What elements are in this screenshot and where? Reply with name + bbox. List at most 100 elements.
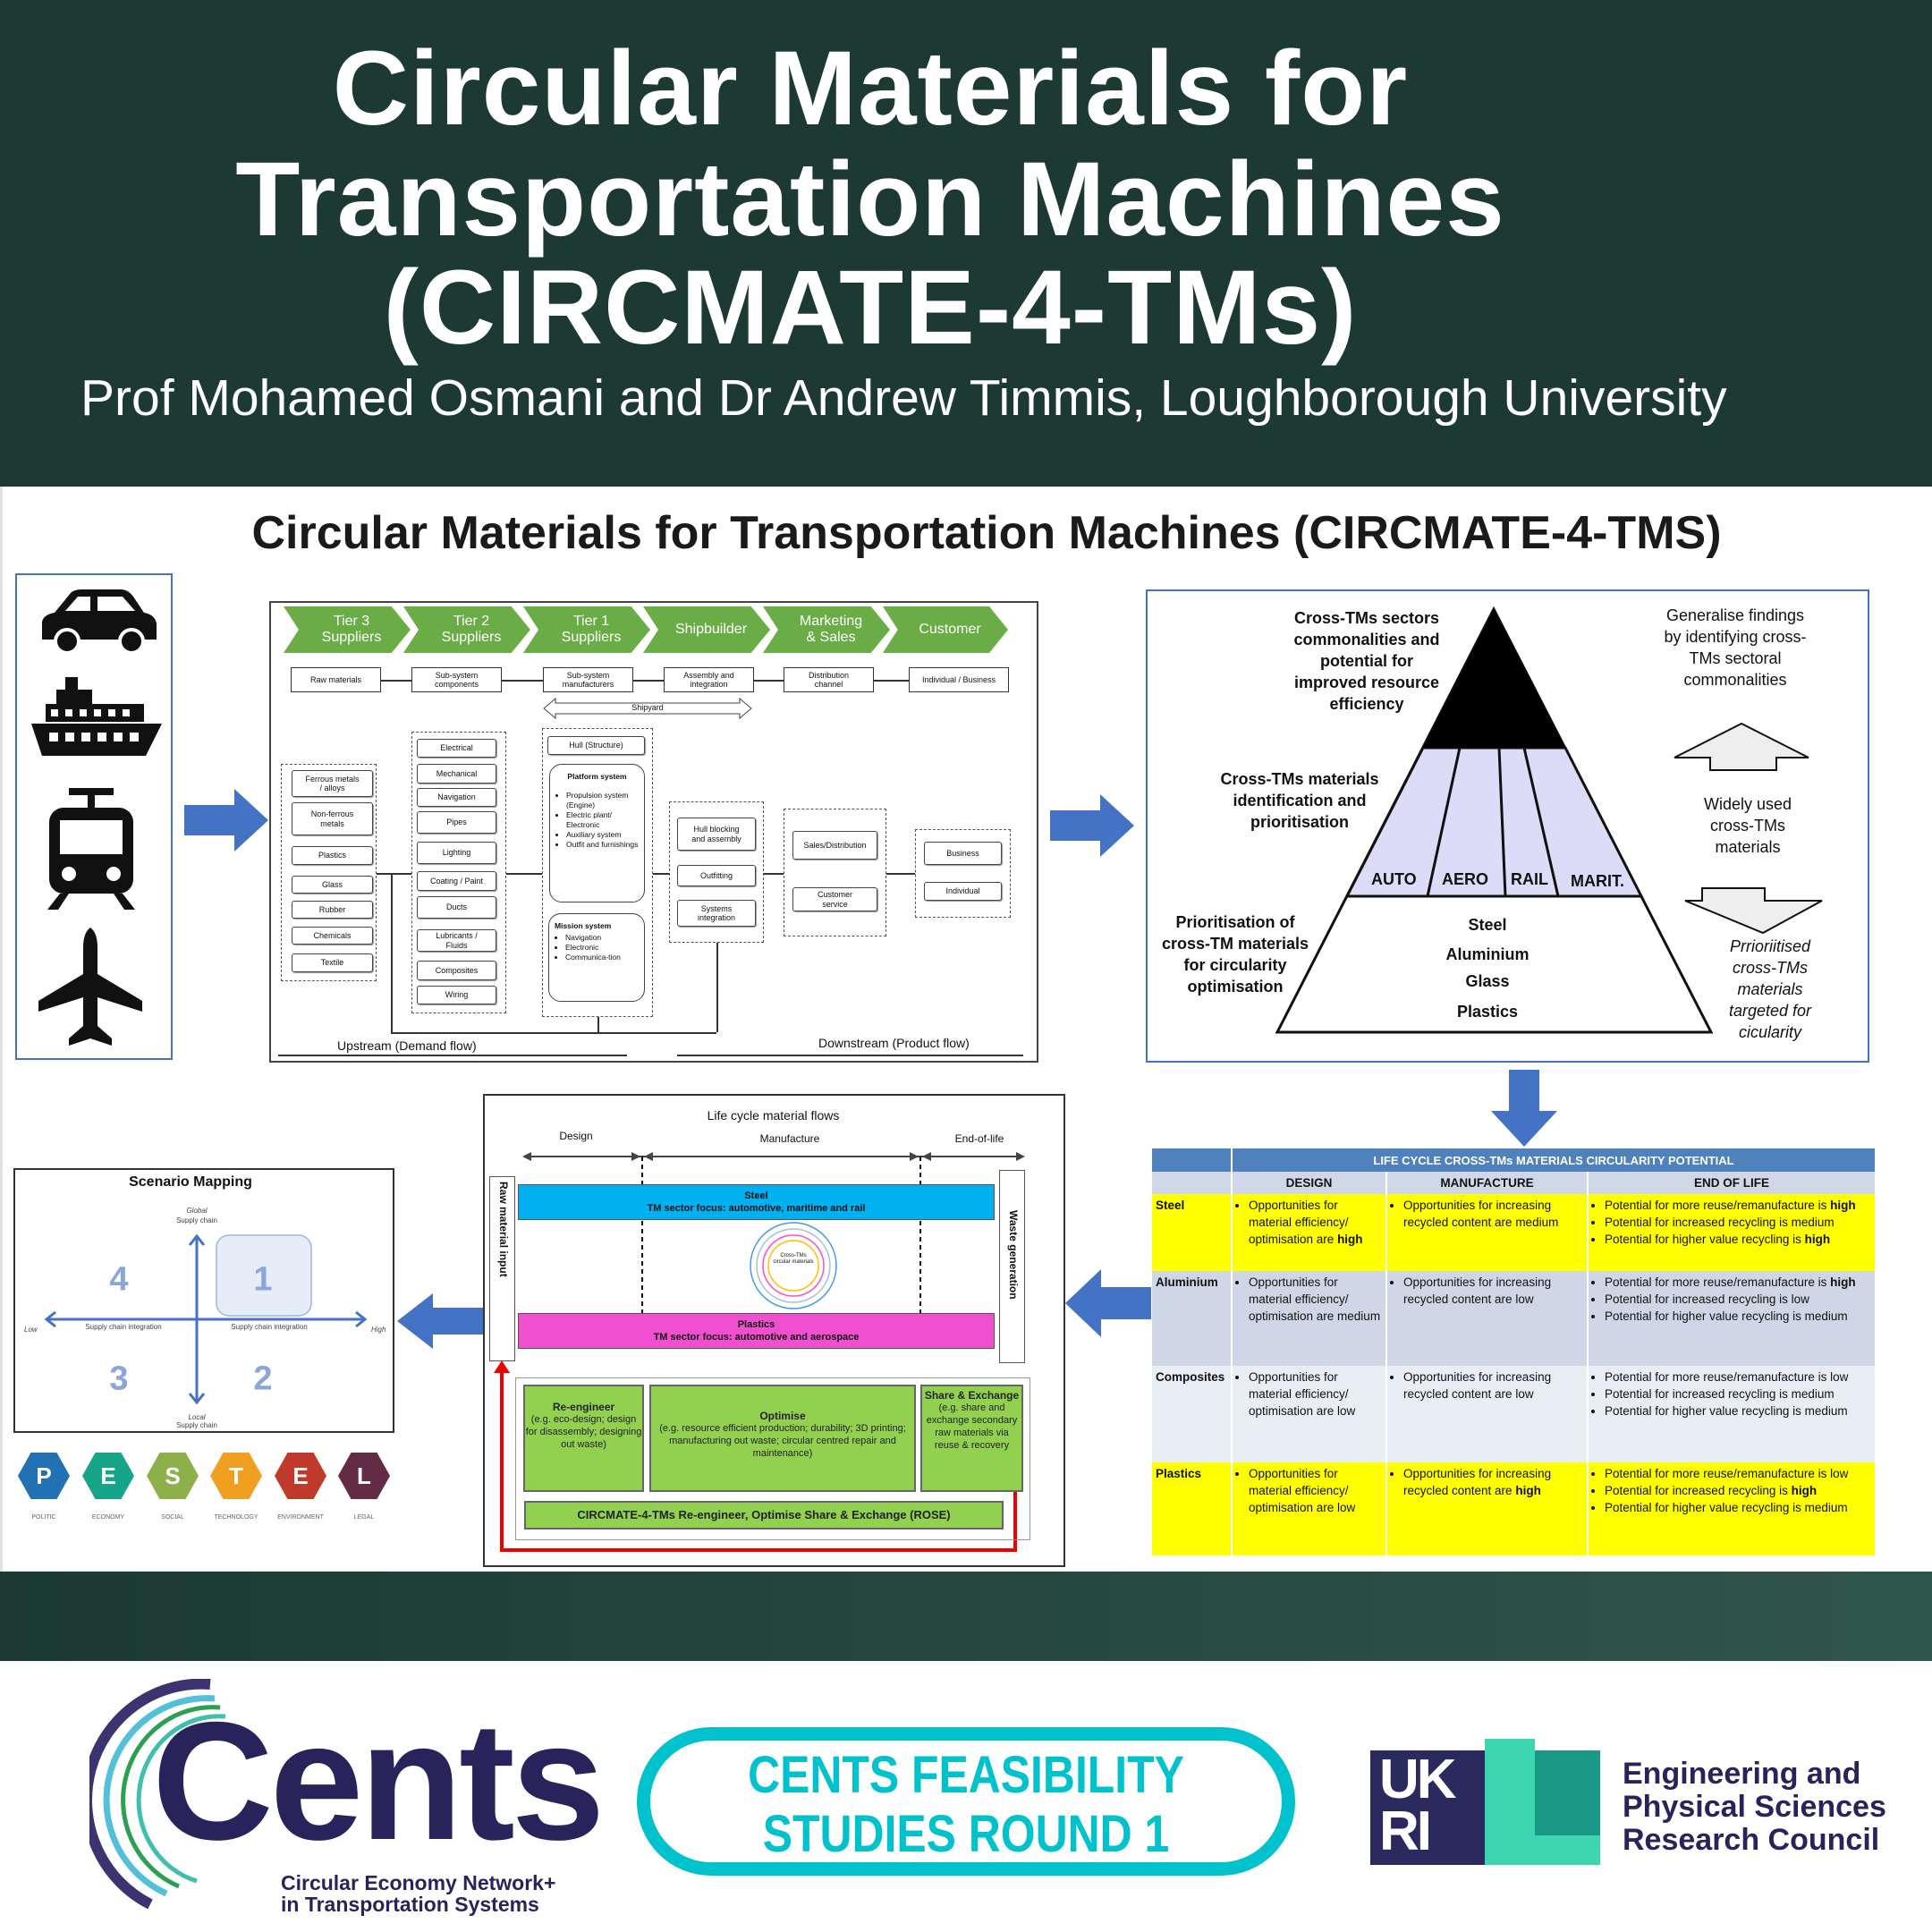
title-line-1: Circular Materials for bbox=[332, 30, 1409, 148]
pestel-hex: L bbox=[338, 1453, 390, 1499]
flow-box: Sub-system manufacturers bbox=[543, 667, 633, 692]
arrow-left-icon bbox=[397, 1293, 483, 1349]
pyramid-right-bottom-text: Prrioriitised cross-TMs materials target… bbox=[1728, 937, 1812, 1041]
bullet-item: Potential for increased recycling is hig… bbox=[1605, 1482, 1871, 1499]
tier2-group bbox=[411, 732, 506, 1013]
pestel-hex: E bbox=[82, 1453, 134, 1499]
decorative-band bbox=[0, 1572, 1932, 1661]
eol-cell: Potential for more reuse/remanufacture i… bbox=[1588, 1366, 1877, 1462]
customer-item: Business bbox=[924, 842, 1002, 865]
shipbuilder-group bbox=[669, 801, 764, 943]
bullet-item: Potential for higher value recycling is … bbox=[1605, 1402, 1871, 1419]
bullet-item: Opportunities for material efficiency/ o… bbox=[1249, 1368, 1382, 1419]
marketing-item: Sales/Distribution bbox=[792, 831, 877, 860]
platform-item: Propulsion system (Engine) bbox=[566, 791, 639, 810]
manufacture-cell: Opportunities for increasing recycled co… bbox=[1386, 1271, 1589, 1366]
component-item: Mechanical bbox=[417, 764, 496, 784]
material-item: Non-ferrous metals bbox=[292, 802, 373, 835]
bullet-item: Potential for more reuse/remanufacture i… bbox=[1605, 1368, 1871, 1385]
component-item: Lubricants / Fluids bbox=[417, 929, 496, 952]
project-overview-panel: Circular Materials for Transportation Ma… bbox=[0, 487, 1932, 1572]
down-arrow-icon bbox=[1684, 887, 1823, 935]
column-header: MANUFACTURE bbox=[1386, 1172, 1589, 1194]
pill-line-1: CENTS FEASIBILITY bbox=[748, 1746, 1184, 1804]
design-cell: Opportunities for material efficiency/ o… bbox=[1232, 1194, 1387, 1271]
transport-icons-box bbox=[15, 573, 173, 1060]
pill-text: CENTS FEASIBILITY STUDIES ROUND 1 bbox=[694, 1746, 1237, 1864]
component-item: Electrical bbox=[417, 739, 496, 758]
footer-logos: Cents Circular Economy Network+ in Trans… bbox=[0, 1661, 1932, 1932]
pestel-hex: P bbox=[18, 1453, 70, 1499]
component-item: Coating / Paint bbox=[417, 871, 496, 891]
pestel-label: TECHNOLOGY bbox=[214, 1514, 258, 1521]
raw-material-input-box: Raw material input bbox=[489, 1176, 515, 1361]
flow-arrow bbox=[633, 680, 664, 682]
global-label: Global bbox=[186, 1207, 208, 1215]
component-item: Navigation bbox=[417, 788, 496, 807]
shipbuilder-item: Systems integration bbox=[677, 900, 756, 927]
quadrant-4: 4 bbox=[109, 1260, 129, 1299]
feasibility-pill: CENTS FEASIBILITY STUDIES ROUND 1 bbox=[637, 1727, 1295, 1876]
phase-design: Design bbox=[559, 1130, 593, 1142]
tier1-group bbox=[542, 728, 653, 1017]
cents-subtitle: Circular Economy Network+ in Transportat… bbox=[281, 1872, 555, 1915]
mission-item: Electronic bbox=[565, 943, 639, 953]
flow-arrow bbox=[653, 873, 669, 875]
lifecycle-diagram: Life cycle material flows Design Manufac… bbox=[483, 1094, 1065, 1567]
flow-arrow bbox=[764, 873, 784, 875]
ukri-ri: RI bbox=[1379, 1801, 1432, 1862]
manufacture-cell: Opportunities for increasing recycled co… bbox=[1386, 1462, 1589, 1555]
raw-material-input-label: Raw material input bbox=[497, 1182, 510, 1277]
component-item: Wiring bbox=[417, 986, 496, 1004]
cents-wordmark: Cents bbox=[152, 1687, 605, 1875]
mission-list: NavigationElectronicCommunica-tion bbox=[555, 933, 639, 962]
bullet-item: Potential for more reuse/remanufacture i… bbox=[1605, 1465, 1871, 1482]
low-label: Low bbox=[24, 1326, 38, 1334]
ukri-logo: UK RI bbox=[1370, 1750, 1485, 1865]
shipbuilder-item: Hull blocking and assembly bbox=[677, 818, 756, 851]
pyramid-mid-left-text: Cross-TMs materials identification and p… bbox=[1220, 770, 1379, 831]
pestel-hex: T bbox=[210, 1453, 262, 1499]
reengineer-title: Re-engineer bbox=[552, 1401, 615, 1413]
lifecycle-lines bbox=[494, 1152, 1025, 1552]
component-item: Ducts bbox=[417, 896, 496, 919]
ukri-uk: UK bbox=[1379, 1749, 1457, 1810]
component-item: Pipes bbox=[417, 811, 496, 834]
mission-item: Navigation bbox=[565, 933, 639, 943]
feedback-line bbox=[597, 1017, 599, 1032]
car-icon bbox=[42, 589, 157, 655]
design-cell: Opportunities for material efficiency/ o… bbox=[1232, 1462, 1387, 1555]
pestel-hex: E bbox=[275, 1453, 326, 1499]
scenario-title: Scenario Mapping bbox=[129, 1174, 252, 1190]
bullet-item: Potential for more reuse/remanufacture i… bbox=[1605, 1274, 1871, 1291]
flow-arrow bbox=[506, 873, 542, 875]
phase-end-of-life: End-of-life bbox=[954, 1132, 1004, 1145]
pestel-label: ENVIRONMENT bbox=[277, 1514, 324, 1521]
upstream-arrow bbox=[278, 1055, 627, 1056]
flow-arrow bbox=[886, 873, 915, 875]
pill-line-2: STUDIES ROUND 1 bbox=[762, 1805, 1170, 1863]
optimise-desc: (e.g. resource efficient production; dur… bbox=[659, 1423, 906, 1459]
shipbuilder-item: Outfitting bbox=[677, 865, 756, 886]
title-line-3: (CIRCMATE-4-TMs) bbox=[383, 249, 1358, 367]
share-exchange-desc: (e.g. share and exchange secondary raw m… bbox=[926, 1402, 1018, 1451]
authors-subtitle: Prof Mohamed Osmani and Dr Andrew Timmis… bbox=[80, 369, 1727, 427]
lifecycle-title: Life cycle material flows bbox=[707, 1108, 840, 1123]
flow-box: Individual / Business bbox=[909, 667, 1009, 692]
bullet-item: Opportunities for increasing recycled co… bbox=[1403, 1368, 1583, 1402]
cents-subtitle-line-1: Circular Economy Network+ bbox=[281, 1871, 556, 1894]
platform-system: Platform systemPropulsion system (Engine… bbox=[549, 764, 645, 902]
scenario-mapping: Scenario Mapping Global Supply chain Loc… bbox=[13, 1168, 394, 1433]
platform-title: Platform system bbox=[567, 772, 627, 781]
axis-left-label: Supply chain integration bbox=[85, 1323, 162, 1331]
upstream-label: Upstream (Demand flow) bbox=[337, 1038, 477, 1053]
axis-right-label: Supply chain integration bbox=[231, 1323, 308, 1331]
bullet-item: Opportunities for material efficiency/ o… bbox=[1249, 1465, 1382, 1516]
sector-auto: AUTO bbox=[1371, 870, 1417, 888]
plastics-band: Plastics TM sector focus: automotive and… bbox=[518, 1313, 995, 1349]
epsrc-text: Engineering and Physical Sciences Resear… bbox=[1623, 1758, 1886, 1857]
mission-system: Mission systemNavigationElectronicCommun… bbox=[548, 913, 645, 1002]
local-label: Local bbox=[188, 1413, 206, 1421]
material-cell: Plastics bbox=[1152, 1462, 1233, 1555]
